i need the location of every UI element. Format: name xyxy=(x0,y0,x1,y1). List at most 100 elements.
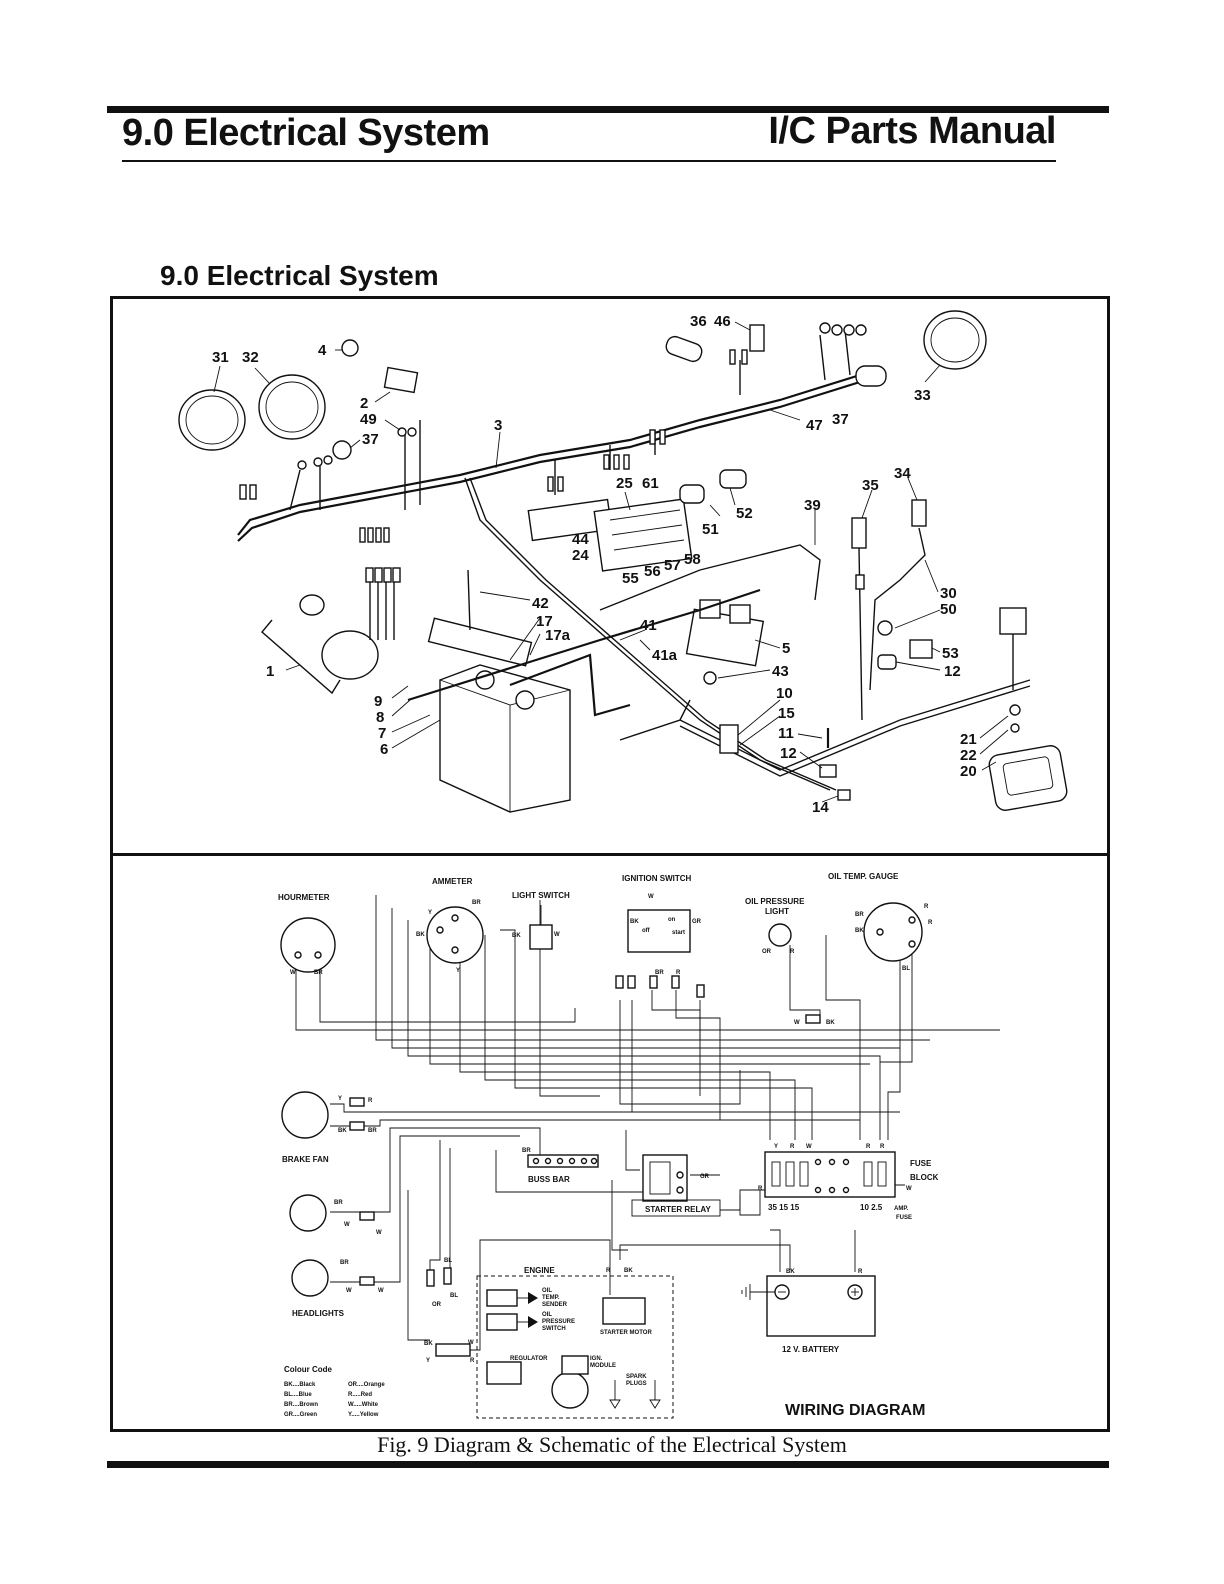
svg-text:BL: BL xyxy=(444,1258,452,1264)
callout-17: 17 xyxy=(536,613,553,630)
alternator xyxy=(551,1371,589,1409)
svg-text:GR: GR xyxy=(692,919,702,925)
ign-module-label-1: IGN. xyxy=(590,1356,603,1362)
callout-41: 41 xyxy=(640,617,657,634)
starter-motor-label: STARTER MOTOR xyxy=(600,1330,652,1336)
clamp-10 xyxy=(719,724,739,754)
fuse-block: Y R W R R R W FUSE BLOCK 35 15 15 10 2.5… xyxy=(758,1144,939,1221)
harness-connectors xyxy=(239,322,867,543)
callout-32: 32 xyxy=(242,349,259,366)
callout-30: 30 xyxy=(940,585,957,602)
cable-42 xyxy=(467,569,471,631)
callout-46: 46 xyxy=(714,313,731,330)
colour-code-title: Colour Code xyxy=(284,1365,333,1374)
oil-pressure-switch-label-3: SWITCH xyxy=(542,1326,566,1332)
starter-motor-box xyxy=(602,1297,646,1325)
svg-text:OR: OR xyxy=(762,949,772,955)
callout-14: 14 xyxy=(812,799,829,816)
fuse-ratings-right: 10 2.5 xyxy=(860,1203,883,1212)
fuse-unit-2: FUSE xyxy=(896,1215,912,1221)
svg-text:BK: BK xyxy=(416,932,425,938)
callout-31: 31 xyxy=(212,349,229,366)
svg-text:BR: BR xyxy=(340,1260,349,1266)
callout-43: 43 xyxy=(772,663,789,680)
callout-25: 25 xyxy=(616,475,633,492)
section-title: 9.0 Electrical System xyxy=(160,260,439,291)
callout-5: 5 xyxy=(782,640,790,657)
hourmeter: HOURMETER W BR xyxy=(278,893,336,976)
wiring-harness-3 xyxy=(237,329,1031,791)
ign-module-box xyxy=(561,1355,589,1375)
callout-22: 22 xyxy=(960,747,977,764)
callout-1: 1 xyxy=(266,663,274,680)
svg-text:BR: BR xyxy=(855,912,864,918)
svg-text:R: R xyxy=(368,1098,373,1104)
callout-53: 53 xyxy=(942,645,959,662)
svg-text:Y: Y xyxy=(774,1144,778,1150)
header-rule-under xyxy=(122,160,1056,162)
svg-text:R: R xyxy=(606,1268,611,1274)
svg-text:R: R xyxy=(470,1358,475,1364)
light-switch-label: LIGHT SWITCH xyxy=(512,891,570,900)
colour-code-bl: BL....Blue xyxy=(284,1392,312,1398)
spark-plugs-label-1: SPARK xyxy=(626,1374,647,1380)
headlights: HEADLIGHTS BR W W BR W W xyxy=(289,1194,384,1318)
header-manual-title: I/C Parts Manual xyxy=(768,110,1056,152)
oil-pressure-switch-label-1: OIL xyxy=(542,1312,552,1318)
figure-frame xyxy=(110,296,1110,1432)
buss-bar-label: BUSS BAR xyxy=(528,1175,570,1184)
headlight-lower xyxy=(291,1259,329,1297)
connector-36 xyxy=(665,335,703,363)
svg-text:W: W xyxy=(648,894,654,900)
callout-9: 9 xyxy=(374,693,382,710)
sensor-35 xyxy=(851,517,867,721)
buss-bar: BR BUSS BAR xyxy=(522,1148,599,1184)
svg-text:R: R xyxy=(928,920,933,926)
cover-53 xyxy=(909,639,933,659)
colour-code-y: Y.....Yellow xyxy=(348,1412,379,1418)
svg-text:BK: BK xyxy=(826,1020,835,1026)
hourmeter-label: HOURMETER xyxy=(278,893,330,902)
colour-code-gr: GR....Green xyxy=(284,1412,317,1418)
svg-text:BK: BK xyxy=(338,1128,347,1134)
engine-label: ENGINE xyxy=(524,1266,555,1275)
svg-text:W: W xyxy=(290,970,296,976)
svg-text:W: W xyxy=(346,1288,352,1294)
callout-34: 34 xyxy=(894,465,911,482)
callout-leaders xyxy=(213,321,1009,803)
svg-text:R: R xyxy=(866,1144,871,1150)
callout-41a: 41a xyxy=(652,647,678,664)
oil-pressure-switch-label-2: PRESSURE xyxy=(542,1319,575,1325)
work-lamp-right-32 xyxy=(258,374,326,440)
svg-text:BR: BR xyxy=(655,970,664,976)
callout-44: 44 xyxy=(572,531,589,548)
spring-50 xyxy=(877,620,893,636)
connector-52 xyxy=(719,469,747,489)
svg-text:BK: BK xyxy=(424,1341,433,1347)
svg-text:R: R xyxy=(758,1186,763,1192)
oil-pressure-light-label-2: LIGHT xyxy=(765,907,789,916)
sensor-34 xyxy=(869,499,927,691)
headlights-label: HEADLIGHTS xyxy=(292,1309,345,1318)
ignition-switch: IGNITION SWITCH off on start BK GR W BR … xyxy=(615,874,705,998)
footer-rule xyxy=(107,1461,1109,1468)
callout-7: 7 xyxy=(378,725,386,742)
callout-12a: 12 xyxy=(944,663,961,680)
svg-text:BK: BK xyxy=(630,919,639,925)
connector-51 xyxy=(679,484,705,504)
cable-39 xyxy=(599,544,821,611)
callout-6: 6 xyxy=(380,741,388,758)
cable-ground xyxy=(619,699,691,741)
callout-24: 24 xyxy=(572,547,589,564)
gauge-33 xyxy=(923,310,987,370)
svg-text:W: W xyxy=(344,1222,350,1228)
svg-text:BL: BL xyxy=(902,966,910,972)
svg-text:R: R xyxy=(676,970,681,976)
svg-text:Y: Y xyxy=(426,1358,430,1364)
svg-text:Y: Y xyxy=(338,1096,342,1102)
ign-module-label-2: MODULE xyxy=(590,1363,616,1369)
svg-text:BR: BR xyxy=(522,1148,531,1154)
work-lamp-left-31 xyxy=(178,389,246,451)
brake-fan: BRAKE FAN Y R BK BR xyxy=(281,1091,377,1164)
